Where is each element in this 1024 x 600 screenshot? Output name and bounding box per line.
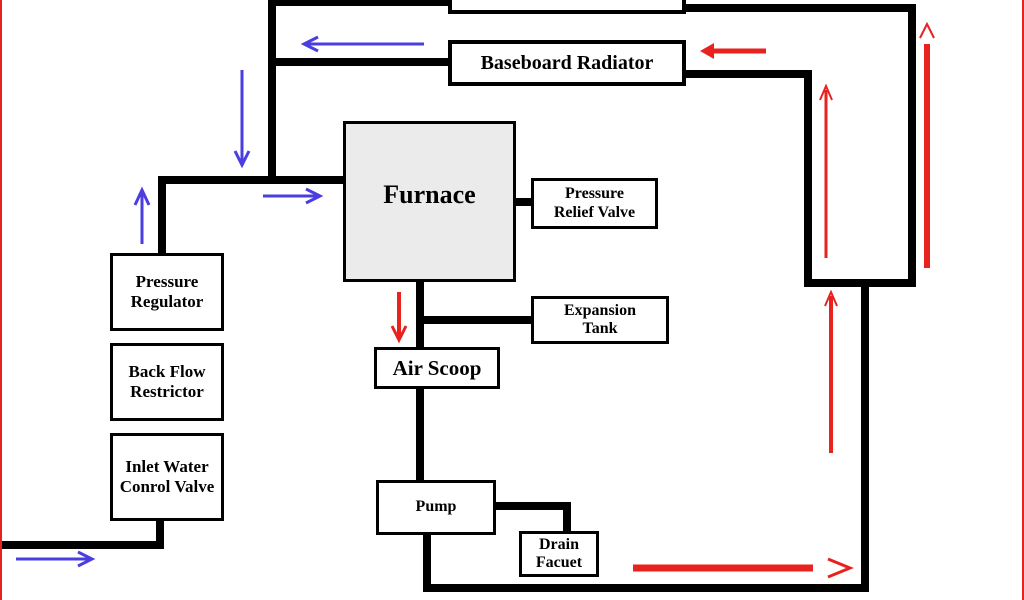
- upflow-arrow: [133, 186, 151, 244]
- pipes: [0, 0, 916, 592]
- expansion-tank: Expansion Tank: [531, 296, 669, 344]
- right-upflow-arrow: [824, 289, 838, 453]
- pressure-regulator: Pressure Regulator: [110, 253, 224, 331]
- to-furnace-arrow: [263, 187, 324, 205]
- pressure-relief-valve: Pressure Relief Valve: [531, 178, 658, 229]
- pump: Pump: [376, 480, 496, 535]
- air-scoop: Air Scoop: [374, 347, 500, 389]
- inner-upflow-arrow: [819, 83, 833, 258]
- inlet-water-control-valve: Inlet Water Conrol Valve: [110, 433, 224, 521]
- hot-flow-arrows: [390, 21, 935, 579]
- downflow-arrow: [233, 70, 251, 169]
- furnace: Furnace: [343, 121, 516, 282]
- back-flow-restrictor: Back Flow Restrictor: [110, 343, 224, 421]
- return-left-arrow: [300, 35, 424, 53]
- baseboard-radiator-top: Baseboard Radiator: [448, 0, 686, 14]
- furnace-outflow-arrow: [390, 292, 408, 344]
- baseboard-radiator: Baseboard Radiator: [448, 40, 686, 86]
- radiator-inflow-arrow: [700, 43, 766, 59]
- inlet-arrow: [16, 550, 96, 568]
- bottom-flow-arrow: [633, 557, 854, 579]
- outer-upflow-arrow: [919, 21, 935, 268]
- cold-flow-arrows: [16, 35, 424, 568]
- drain-faucet: Drain Facuet: [519, 531, 599, 577]
